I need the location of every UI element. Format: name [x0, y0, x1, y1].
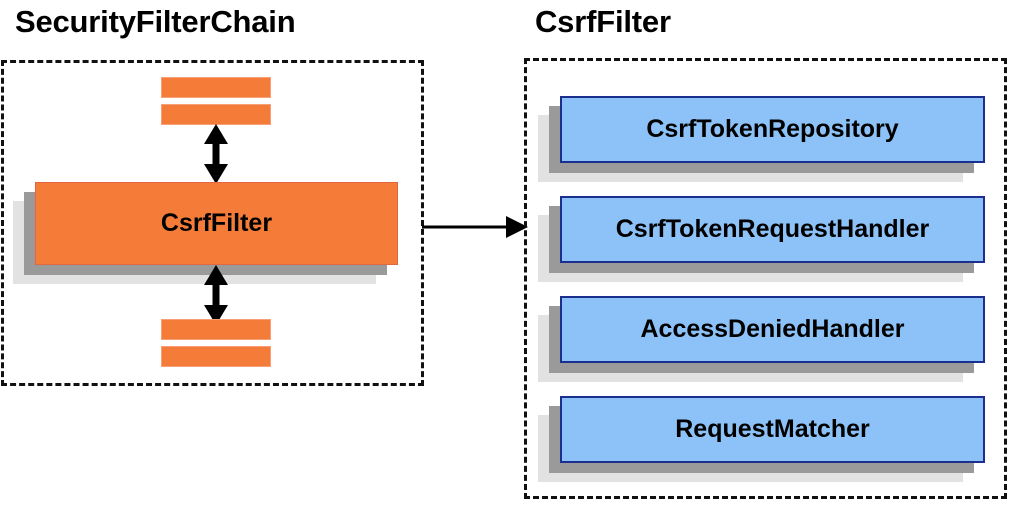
double-arrow-below-csrffilter — [204, 265, 228, 325]
filter-stub-bar-3 — [161, 319, 271, 340]
filter-stub-bar-4 — [161, 346, 271, 367]
node-face[interactable]: AccessDeniedHandler — [560, 296, 985, 363]
node-label: AccessDeniedHandler — [640, 315, 905, 343]
panel-security-filter-chain — [1, 60, 424, 386]
node-label: CsrfFilter — [160, 209, 273, 237]
filter-stub-bar-1 — [161, 77, 271, 98]
node-label: CsrfTokenRequestHandler — [615, 215, 930, 243]
node-face[interactable]: CsrfTokenRequestHandler — [560, 196, 985, 263]
node-face[interactable]: CsrfFilter — [35, 182, 398, 265]
node-label: RequestMatcher — [675, 415, 870, 443]
node-request-matcher[interactable]: RequestMatcher — [538, 396, 985, 482]
panel-title-csrf-filter: CsrfFilter — [535, 4, 671, 39]
node-face[interactable]: CsrfTokenRepository — [560, 96, 985, 163]
node-csrf-token-repository[interactable]: CsrfTokenRepository — [538, 96, 985, 182]
node-label: CsrfTokenRepository — [646, 115, 899, 143]
connector-chain-to-csrf — [422, 216, 528, 238]
filter-stub-bar-2 — [161, 104, 271, 125]
panel-title-security-filter-chain: SecurityFilterChain — [15, 4, 296, 39]
node-face[interactable]: RequestMatcher — [560, 396, 985, 463]
node-csrf-filter[interactable]: CsrfFilter — [13, 182, 398, 284]
node-access-denied-handler[interactable]: AccessDeniedHandler — [538, 296, 985, 382]
node-csrf-token-request-handler[interactable]: CsrfTokenRequestHandler — [538, 196, 985, 282]
double-arrow-above-csrffilter — [204, 124, 228, 184]
panel-csrf-filter — [524, 58, 1007, 499]
